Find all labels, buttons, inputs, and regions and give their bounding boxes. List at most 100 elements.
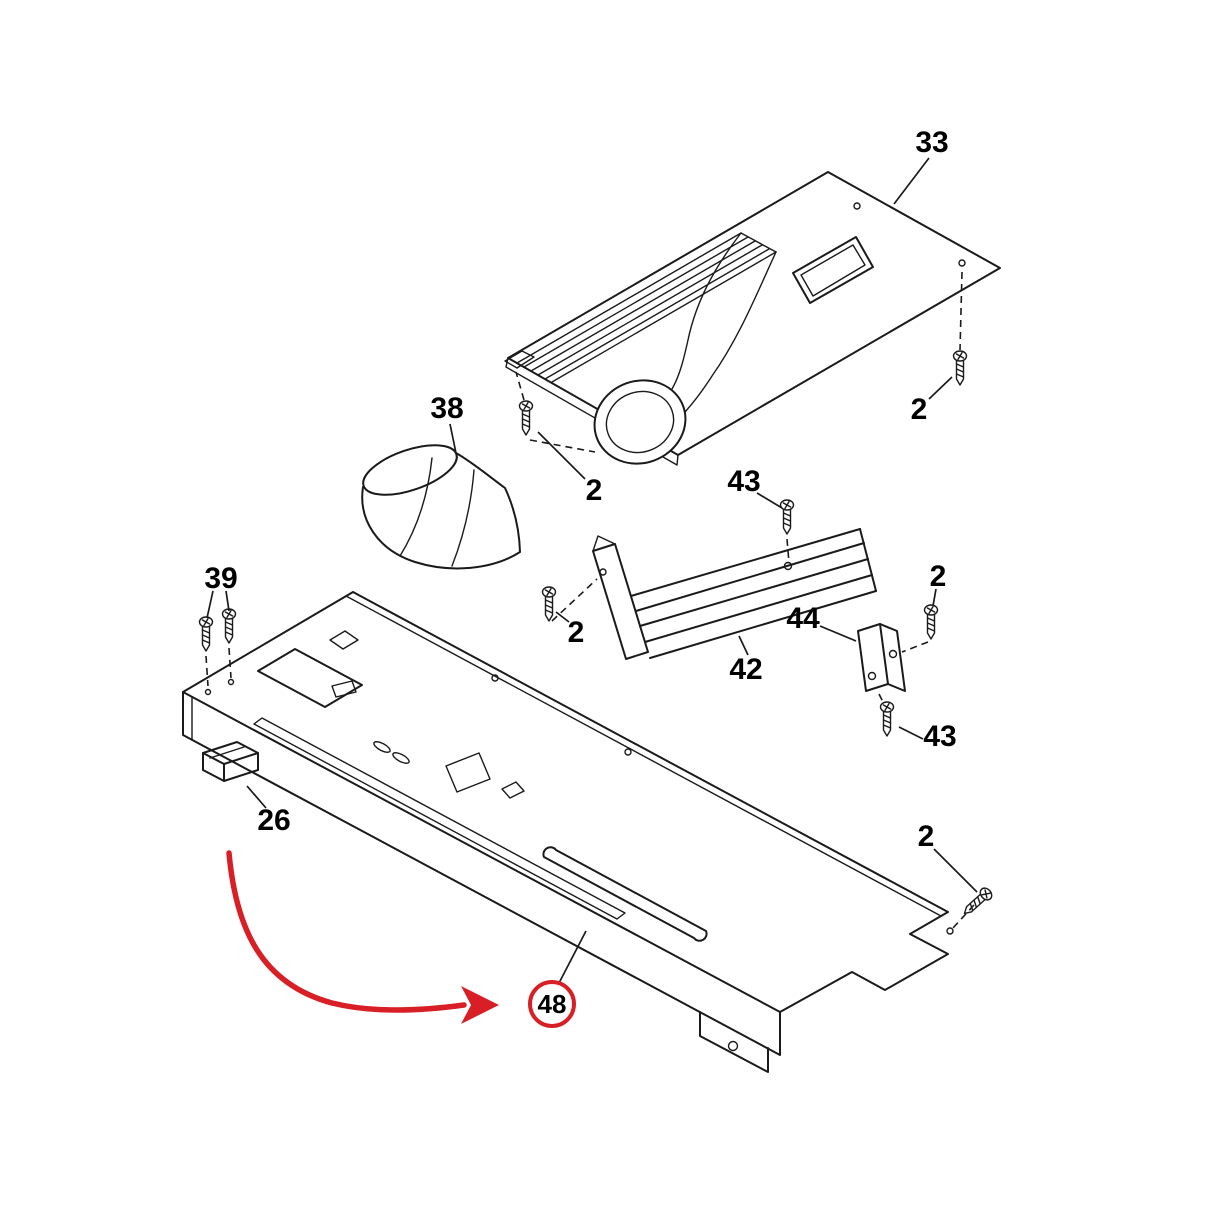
panel48-hole-d — [204, 688, 212, 696]
screw-icon — [541, 586, 557, 622]
callout-2-channel: 2 — [568, 616, 585, 649]
panel33-cutout-inner — [800, 244, 866, 297]
part-42-support-channel — [592, 528, 877, 660]
channel-hole — [783, 561, 793, 571]
panel33-hole-b — [958, 259, 966, 267]
callout-43-bottom: 43 — [923, 720, 956, 753]
panel48-oval-hole-a — [373, 741, 391, 753]
channel-hook-tab — [592, 535, 616, 552]
panel48-lint-slot — [542, 846, 708, 942]
screw-icon — [959, 885, 995, 919]
screw-icon — [779, 499, 795, 535]
assembly-line — [228, 647, 232, 679]
leader-line — [537, 431, 586, 480]
assembly-line — [959, 271, 963, 351]
leader-line — [558, 930, 587, 984]
callout-39: 39 — [204, 562, 237, 595]
panel48-hem-line — [345, 595, 942, 917]
screw-icon — [952, 350, 968, 386]
callout-26: 26 — [257, 804, 290, 837]
assembly-line — [551, 578, 598, 622]
part-38-duct-elbow — [361, 444, 521, 570]
leader-lines — [206, 157, 978, 984]
blower-housing-curve-a — [671, 232, 742, 390]
panel48-hole-c — [946, 927, 954, 935]
part-48-base-panel — [182, 591, 954, 1073]
channel-rails — [630, 528, 877, 659]
bracket-flange — [879, 623, 906, 692]
leader-line — [819, 625, 857, 642]
bracket-hole-b — [867, 671, 877, 681]
leader-line — [893, 157, 930, 205]
leader-line — [928, 376, 953, 400]
panel48-small-slot — [331, 680, 357, 698]
callout-labels: 33 2 38 2 43 39 2 44 2 42 43 26 2 48 — [204, 126, 956, 1019]
clip-detail-line — [209, 746, 245, 759]
assembly-line — [901, 641, 929, 653]
screw-icon — [518, 400, 534, 436]
bracket-front-face — [857, 623, 889, 692]
blower-duct-opening — [593, 379, 687, 465]
leader-line — [246, 785, 267, 809]
leader-line — [555, 611, 570, 623]
leader-line — [756, 492, 783, 509]
assembly-line — [786, 538, 790, 564]
panel33-rib-end — [740, 232, 777, 253]
elbow-seam-a — [399, 457, 433, 557]
callout-38: 38 — [430, 392, 463, 425]
bracket-hole-a — [888, 649, 898, 659]
elbow-seam-b — [451, 469, 475, 567]
highlight-arrowhead-icon — [461, 986, 499, 1024]
callout-33: 33 — [915, 126, 948, 159]
leader-line — [738, 635, 749, 656]
part-26-clip — [202, 741, 259, 782]
screw-icon — [221, 608, 237, 644]
panel33-cutout-outer — [792, 236, 874, 304]
assembly-line — [205, 655, 209, 687]
highlight-circle — [528, 980, 576, 1028]
panel48-notch-cutout — [445, 752, 491, 793]
callout-48-highlighted: 48 — [538, 989, 567, 1019]
leader-line — [933, 848, 978, 893]
blower-duct-inner — [605, 390, 675, 454]
screw-icon — [879, 701, 895, 737]
callout-2-top-right: 2 — [911, 393, 928, 426]
panel48-hole-b — [624, 748, 632, 756]
panel33-ribs — [516, 232, 777, 383]
leader-line — [449, 423, 458, 459]
callout-2-panel: 2 — [918, 820, 935, 853]
callout-2-bracket: 2 — [930, 560, 947, 593]
callout-43-top: 43 — [727, 465, 760, 498]
assembly-line — [952, 904, 975, 929]
channel-end-plate — [592, 543, 649, 660]
panel48-oval-hole-b — [392, 752, 410, 764]
panel48-foot — [699, 1011, 769, 1073]
panel48-long-thin-slot — [253, 717, 626, 920]
assembly-line — [529, 439, 596, 453]
elbow-opening-rim — [362, 444, 458, 496]
part-33-top-panel — [504, 171, 1001, 466]
channel-plate-hole — [599, 568, 607, 576]
panel48-foot-hole — [727, 1040, 739, 1052]
clip-left-face — [202, 752, 225, 782]
assembly-lines — [205, 271, 975, 929]
panel48-outline — [182, 591, 949, 1013]
panel33-slide-tab — [504, 350, 535, 369]
channel-right-end — [859, 528, 877, 592]
callout-44: 44 — [786, 602, 820, 635]
panel33-hole-a — [853, 202, 861, 210]
panel48-hole-e — [227, 678, 235, 686]
leader-line — [898, 726, 924, 740]
screw-icon — [923, 604, 939, 640]
highlight-arrow — [226, 850, 467, 1013]
panel48-rect-cutout — [257, 648, 363, 708]
panel48-square-hole — [501, 781, 525, 799]
panel48-hole-a — [491, 674, 499, 682]
part-44-bracket — [857, 623, 906, 692]
callout-42: 42 — [729, 653, 762, 686]
panel48-diamond-hole — [329, 630, 359, 650]
blower-housing-curve-b — [684, 251, 777, 413]
assembly-line — [878, 693, 885, 705]
